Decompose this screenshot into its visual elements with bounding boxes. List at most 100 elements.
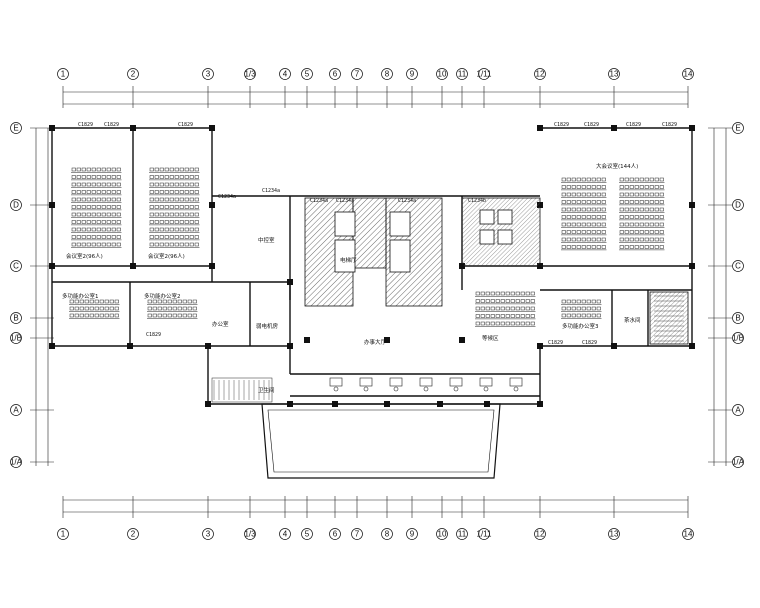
room-label-reception: 中控室: [258, 236, 275, 244]
seat: [581, 299, 586, 304]
seat: [515, 321, 520, 326]
column-pier: [205, 401, 211, 407]
seat: [194, 227, 199, 232]
seat: [106, 235, 111, 239]
window-label: C1234a: [310, 198, 328, 204]
seat: [634, 237, 639, 242]
column-pier: [304, 337, 310, 343]
seat: [116, 242, 121, 247]
seat: [96, 190, 101, 194]
chair: [333, 386, 339, 392]
seat: [154, 167, 159, 172]
seat: [91, 212, 96, 217]
seat: [179, 212, 184, 217]
seat: [576, 222, 581, 227]
seat: [152, 299, 157, 304]
seat: [149, 182, 154, 187]
seat: [619, 237, 624, 242]
seat: [174, 175, 179, 179]
seat: [619, 200, 624, 204]
seat: [164, 182, 169, 187]
seat: [101, 197, 106, 202]
grid-bubble-col-3: 3: [202, 68, 214, 80]
service-desk: [359, 377, 373, 387]
window-label: C1234a: [336, 198, 354, 204]
seat: [586, 207, 591, 212]
seat: [591, 245, 596, 249]
seat: [89, 313, 94, 318]
seat: [619, 177, 624, 182]
seat: [505, 291, 510, 296]
seat: [94, 306, 99, 311]
seat: [500, 299, 505, 303]
column-pier: [689, 125, 695, 131]
seat: [192, 306, 197, 311]
window-label: C1234a: [218, 194, 236, 200]
seat: [561, 192, 566, 197]
seat: [649, 215, 654, 219]
seat: [111, 175, 116, 179]
seat: [510, 299, 515, 303]
grid-bubble-row-E: E: [10, 122, 22, 134]
seat: [189, 197, 194, 202]
seat: [159, 205, 164, 209]
seat: [194, 190, 199, 194]
seat: [76, 190, 81, 194]
seat: [154, 182, 159, 187]
seat: [601, 245, 606, 249]
seat: [576, 230, 581, 234]
seat: [495, 291, 500, 296]
seat: [69, 306, 74, 311]
seat: [659, 237, 664, 242]
seat: [639, 245, 644, 249]
seat: [71, 175, 76, 179]
seat: [601, 207, 606, 212]
seat: [74, 299, 79, 304]
grid-bubble-row-A: A: [732, 404, 744, 416]
seat: [515, 306, 520, 311]
seat: [581, 207, 586, 212]
seat: [192, 313, 197, 318]
grid-bubble-col-12: 12: [534, 528, 546, 540]
seat: [566, 185, 571, 189]
grid-col-label: 1: [61, 70, 66, 79]
seat: [576, 245, 581, 249]
column-pier: [537, 401, 543, 407]
seat: [154, 242, 159, 247]
seat: [561, 222, 566, 227]
room-label-office-2: 多功能办公室2: [144, 292, 181, 300]
seat: [184, 205, 189, 209]
seat: [490, 306, 495, 311]
column-pier: [130, 125, 136, 131]
grid-col-label: 4: [283, 530, 288, 539]
seat: [174, 212, 179, 217]
seat: [89, 299, 94, 304]
seat: [159, 220, 164, 224]
grid-bubble-col-9: 9: [406, 528, 418, 540]
seat: [586, 200, 591, 204]
room-label-meeting-2: 会议室2(96人): [148, 252, 185, 260]
seat: [116, 227, 121, 232]
seat: [157, 299, 162, 304]
seat: [659, 207, 664, 212]
seat: [644, 207, 649, 212]
seat: [510, 321, 515, 326]
seat: [624, 237, 629, 242]
grid-bubble-row-B: B: [10, 312, 22, 324]
seat: [520, 306, 525, 311]
grid-bubble-row-1/B: 1/B: [10, 332, 22, 344]
seat: [167, 313, 172, 318]
seat: [505, 306, 510, 311]
seat: [194, 242, 199, 247]
seat: [194, 220, 199, 224]
seat: [189, 220, 194, 224]
room-label-office: 办公室: [212, 320, 229, 328]
seat: [154, 235, 159, 239]
seat: [596, 215, 601, 219]
seat: [500, 321, 505, 326]
room-label-toilet: 卫生间: [258, 386, 275, 394]
grid-row-label: 1/B: [10, 334, 22, 343]
grid-bubble-row-1/A: 1/A: [10, 456, 23, 468]
seat: [106, 212, 111, 217]
